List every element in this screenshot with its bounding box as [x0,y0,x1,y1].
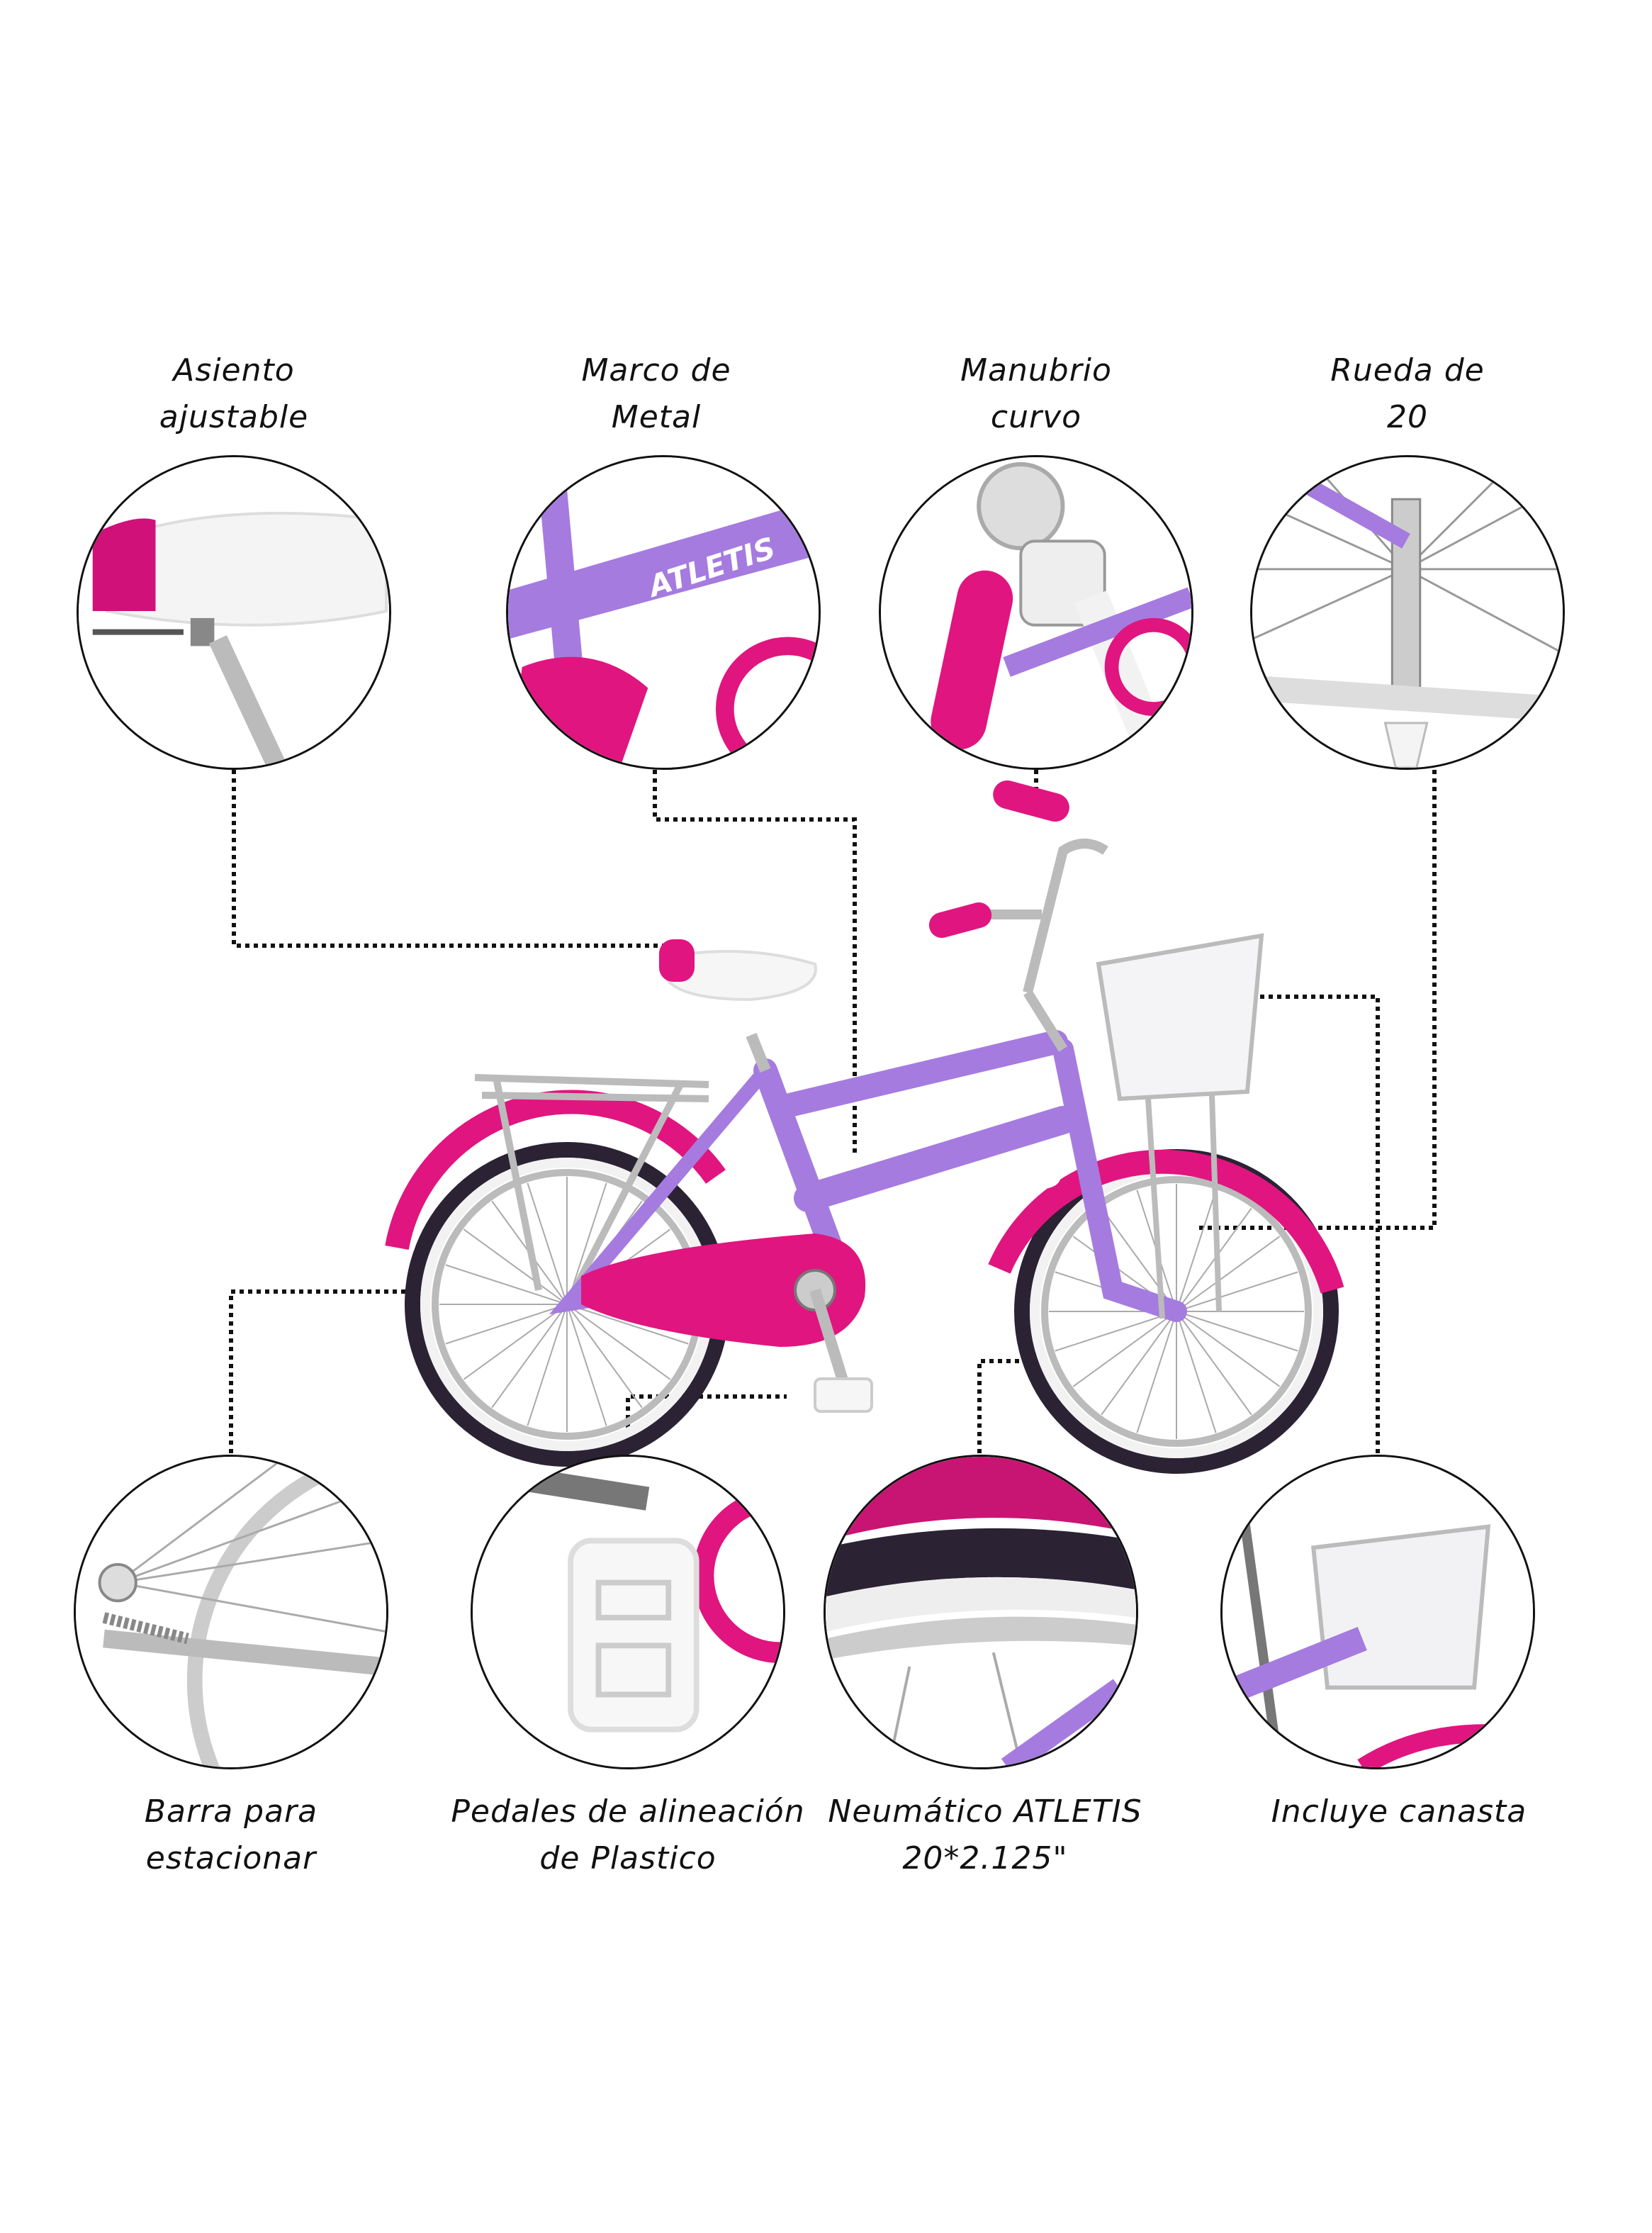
front-fender [988,1149,1344,1294]
handlebar [964,839,1108,1052]
detail-photo-tire [824,1455,1138,1769]
label-line: Pedales de alineación [451,1793,805,1830]
spoke [1055,1311,1177,1352]
spoke [1136,1311,1177,1433]
spoke [1176,1271,1298,1312]
grip-left [928,902,992,938]
label-line: Rueda de [1330,352,1485,388]
seat [665,950,817,1002]
grip-right [993,780,1069,822]
spoke [1101,1207,1177,1312]
pedal [814,1377,873,1413]
feature-label-kickstand: Barra para estacionar [33,1789,429,1882]
label-line: Manubrio [960,352,1112,388]
spoke [1176,1311,1281,1387]
spoke [1176,1207,1252,1312]
label-line: Marco de [581,352,731,388]
label-line: curvo [990,399,1082,435]
connector-kickstand [229,1289,411,1453]
spoke [1176,1311,1252,1416]
feature-label-handlebar: Manubrio curvo [838,347,1235,441]
spoke [1176,1311,1298,1352]
spoke [491,1304,568,1409]
label-line: ajustable [159,399,309,435]
label-line: Barra para [144,1793,318,1830]
spoke [566,1304,607,1426]
spoke [566,1304,643,1409]
spoke [527,1182,568,1305]
spoke [463,1229,568,1305]
spoke [1176,1236,1281,1312]
feature-label-wheel: Rueda de 20 [1209,347,1606,441]
chain-guard [581,1233,866,1347]
detail-photo-kickstand [74,1455,388,1769]
spoke [445,1304,568,1345]
connector-frame [653,770,857,1155]
label-line: Metal [611,399,702,435]
seat-rear [659,939,695,982]
spoke [445,1264,568,1305]
detail-photo-wheel [1250,455,1565,770]
label-line: Neumático ATLETIS [828,1793,1142,1830]
label-line: estacionar [145,1840,317,1876]
rear-rack [474,1074,709,1306]
connector-tire [977,1359,1021,1453]
label-line: 20 [1387,399,1428,435]
spoke [1101,1311,1177,1416]
spoke [566,1304,671,1380]
crank-arm [809,1288,849,1384]
connector-seat [232,770,666,948]
detail-photo-basket [1220,1455,1535,1769]
feature-label-pedals: Pedales de alineación de Plastico [429,1789,826,1882]
label-line: 20*2.125" [902,1840,1068,1876]
detail-photo-frame: ATLETIS [506,455,821,770]
detail-photo-pedal [471,1455,785,1769]
label-line: Asiento [173,352,295,388]
detail-photo-seat [77,455,391,770]
label-line: Incluye canasta [1271,1793,1527,1830]
feature-label-frame: Marco de Metal [458,347,855,441]
label-line: de Plastico [539,1840,717,1876]
feature-label-seat: Asiento ajustable [35,347,432,441]
spoke [463,1304,568,1380]
basket [1096,933,1264,1102]
spoke [1176,1311,1217,1433]
detail-photo-handlebar [879,455,1193,770]
feature-label-basket: Incluye canasta [1201,1789,1597,1835]
spoke [1176,1190,1217,1312]
connector-basket [1259,995,1380,1453]
spoke [566,1304,689,1345]
rear-fender [385,1090,726,1250]
spoke [1072,1311,1177,1387]
feature-label-tire: Neumático ATLETIS 20*2.125" [787,1789,1184,1882]
spoke [527,1304,568,1426]
